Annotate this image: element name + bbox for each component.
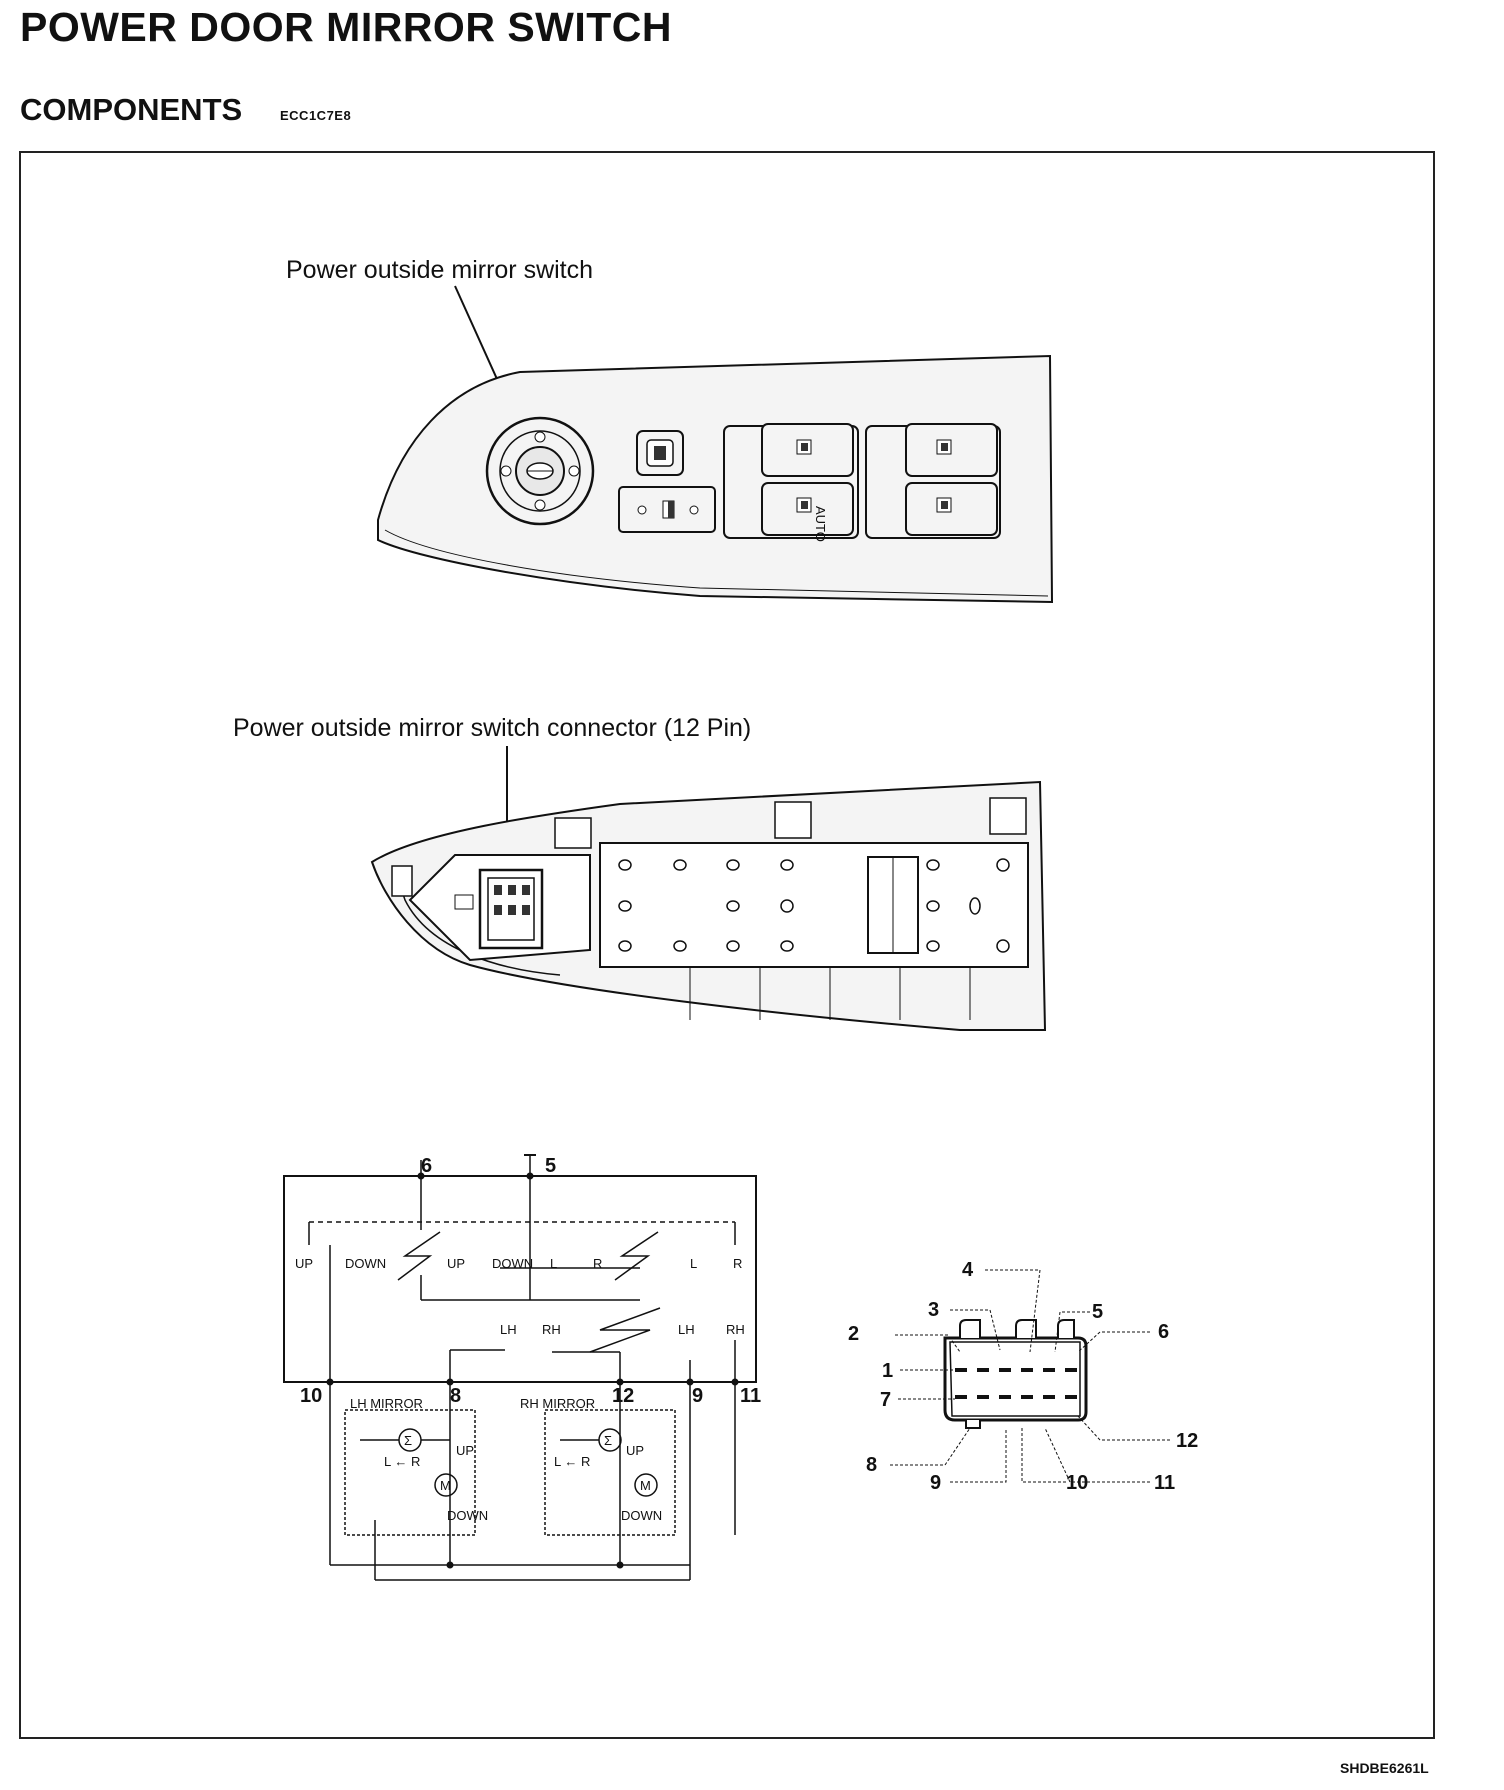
lh-mirror-up: UP [456, 1443, 474, 1458]
auto-label: AUTO [813, 506, 828, 542]
connector-pinout [890, 1269, 1170, 1483]
sw-label-down-2: DOWN [492, 1256, 533, 1271]
sel-label-rh-2: RH [726, 1322, 745, 1337]
sw-label-up-2: UP [447, 1256, 465, 1271]
rh-motor-m-icon: M [640, 1478, 651, 1493]
lh-motor-sigma-icon: Σ [404, 1433, 412, 1448]
schematic [283, 1154, 757, 1581]
sw-label-up-1: UP [295, 1256, 313, 1271]
conn-pin-10: 10 [1066, 1472, 1088, 1494]
conn-pin-2: 2 [848, 1323, 859, 1345]
connector-12pin[interactable] [391, 854, 591, 962]
lh-motor-m-icon: M [440, 1478, 451, 1493]
conn-pin-11: 11 [1154, 1472, 1175, 1494]
pin-label-5: 5 [545, 1155, 556, 1177]
window-switch-driver[interactable] [761, 423, 854, 477]
rh-mirror-label: RH MIRROR [520, 1396, 595, 1411]
sel-label-lh-2: LH [678, 1322, 695, 1337]
sw-label-r-2: R [733, 1256, 742, 1271]
pin-label-8: 8 [450, 1385, 461, 1407]
pin-label-12: 12 [612, 1385, 634, 1407]
pin-label-11: 11 [740, 1385, 761, 1407]
rh-mirror-lr: L ← R [554, 1454, 590, 1469]
sw-label-l-1: L [550, 1256, 557, 1271]
pin-label-6: 6 [421, 1155, 432, 1177]
conn-pin-9: 9 [930, 1472, 941, 1494]
conn-pin-4: 4 [962, 1259, 974, 1281]
conn-pin-8: 8 [866, 1454, 877, 1476]
lh-mirror-label: LH MIRROR [350, 1396, 423, 1411]
section-title: COMPONENTS [20, 92, 243, 127]
conn-pin-5: 5 [1092, 1301, 1103, 1323]
callout-connector: Power outside mirror switch connector (1… [233, 714, 752, 742]
switch-panel-rear [370, 746, 1047, 1031]
pin-label-9: 9 [692, 1385, 703, 1407]
conn-pin-6: 6 [1158, 1321, 1169, 1343]
sw-label-r-1: R [593, 1256, 602, 1271]
window-switch-rear[interactable] [905, 482, 998, 536]
sel-label-lh-1: LH [500, 1322, 517, 1337]
figure-frame [19, 151, 1435, 1739]
rh-mirror-up: UP [626, 1443, 644, 1458]
conn-pin-12: 12 [1176, 1430, 1198, 1452]
rh-mirror-down: DOWN [621, 1508, 662, 1523]
switch-panel-front: AUTO [377, 285, 1054, 604]
mirror-dial[interactable] [485, 416, 595, 526]
lh-mirror-lr: L ← R [384, 1454, 420, 1469]
figure-code: SHDBE6261L [1340, 1760, 1429, 1776]
sel-label-rh-1: RH [542, 1322, 561, 1337]
callout-switch: Power outside mirror switch [286, 256, 594, 284]
section-code: ECC1C7E8 [280, 108, 352, 123]
door-lock-toggle[interactable] [618, 486, 716, 533]
pin-label-10: 10 [300, 1385, 322, 1407]
conn-pin-3: 3 [928, 1299, 939, 1321]
window-lock-button[interactable] [636, 430, 684, 476]
page-title: POWER DOOR MIRROR SWITCH [20, 4, 673, 50]
conn-pin-7: 7 [880, 1389, 891, 1411]
sw-label-l-2: L [690, 1256, 697, 1271]
sw-label-down-1: DOWN [345, 1256, 386, 1271]
lh-mirror-down: DOWN [447, 1508, 488, 1523]
window-switch-driver-auto[interactable]: AUTO [761, 482, 854, 542]
window-switch-passenger[interactable] [905, 423, 998, 477]
conn-pin-1: 1 [882, 1360, 893, 1382]
rh-motor-sigma-icon: Σ [604, 1433, 612, 1448]
